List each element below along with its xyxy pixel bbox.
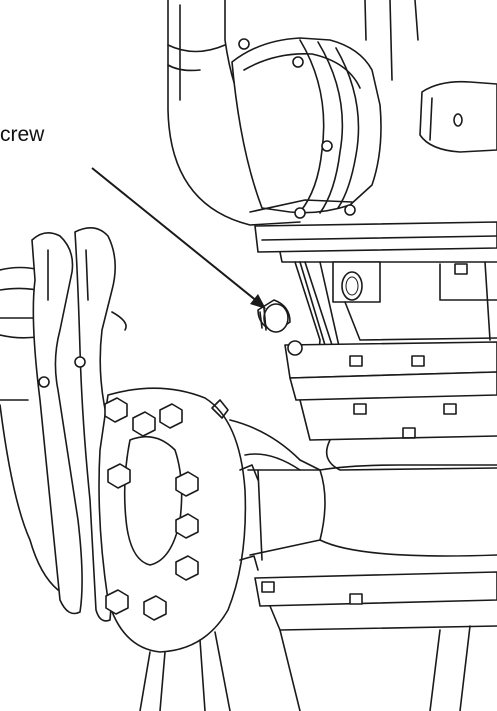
- middle-flange: [284, 340, 497, 471]
- base-flange: [254, 571, 497, 711]
- coupling-collar: [231, 37, 382, 219]
- discharge-bend: [229, 419, 497, 561]
- callout-arrow: [91, 167, 266, 309]
- plug-screw: [257, 299, 291, 333]
- guide-bracket: [419, 80, 497, 153]
- flange-bolts: [104, 397, 199, 621]
- callout-label: crew: [0, 123, 45, 146]
- stand-legs: [139, 631, 231, 711]
- upper-flange: [254, 221, 497, 396]
- suction-flange: [98, 387, 259, 653]
